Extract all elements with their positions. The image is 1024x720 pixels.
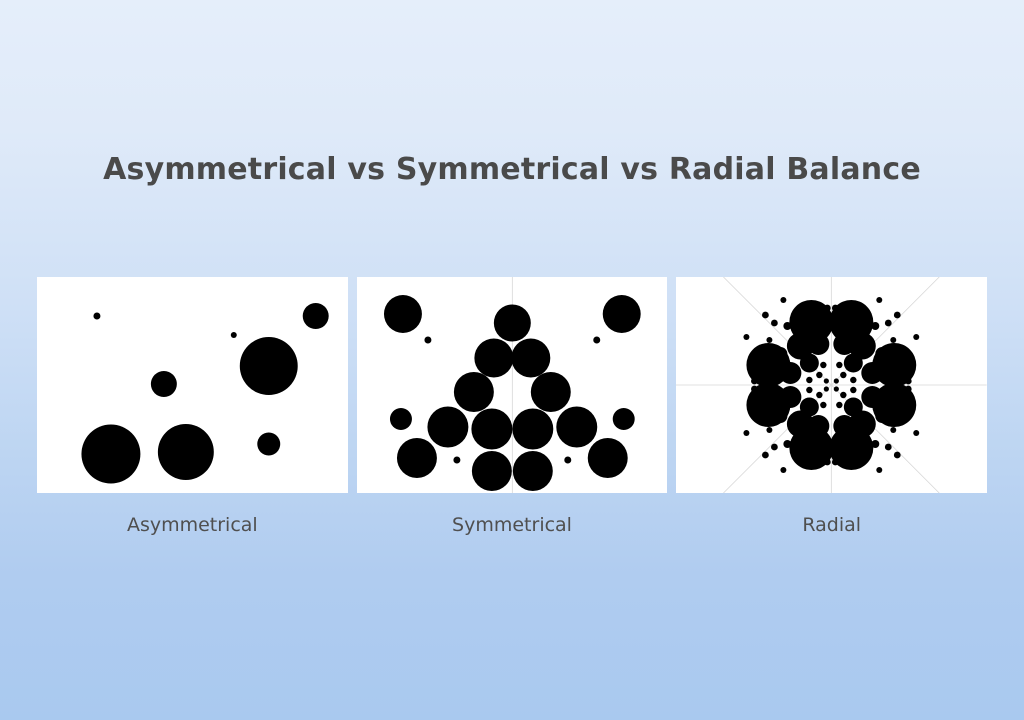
- balance-circle: [876, 467, 883, 473]
- balance-circle: [612, 408, 635, 430]
- balance-circle: [885, 319, 893, 327]
- balance-circle: [530, 372, 571, 412]
- balance-circle: [230, 332, 237, 338]
- balance-circle: [257, 432, 281, 456]
- balance-circle: [396, 438, 437, 478]
- balance-circle: [834, 386, 840, 392]
- balance-circle: [555, 406, 597, 448]
- balance-circle: [783, 322, 792, 330]
- balance-circle: [840, 371, 847, 379]
- caption-asymmetrical: Asymmetrical: [126, 514, 258, 536]
- balance-circle: [771, 319, 779, 327]
- balance-circle: [824, 386, 830, 392]
- balance-circle: [453, 456, 461, 464]
- balance-circle: [427, 406, 469, 448]
- balance-circle: [762, 451, 770, 459]
- balance-circle: [836, 361, 843, 369]
- symmetrical-diagram: [383, 277, 641, 493]
- balance-circle: [820, 401, 827, 409]
- balance-circle: [512, 451, 553, 491]
- balance-circle: [383, 295, 422, 333]
- balance-circle: [762, 311, 770, 319]
- balance-circle: [302, 303, 329, 329]
- balance-circle: [872, 383, 917, 427]
- balance-circle: [93, 312, 101, 320]
- balance-circle: [871, 322, 880, 330]
- balance-circle: [913, 334, 920, 340]
- guide-line: [723, 277, 940, 493]
- balance-circle: [829, 426, 874, 470]
- balance-circle: [783, 440, 792, 448]
- balance-circle: [743, 430, 750, 436]
- balance-circle: [816, 391, 823, 399]
- balance-circle: [766, 427, 773, 433]
- panel-asymmetrical: [37, 277, 348, 493]
- balance-circle: [239, 337, 298, 395]
- balance-circle: [836, 401, 843, 409]
- balance-circle: [746, 383, 791, 427]
- balance-circle: [746, 343, 791, 387]
- balance-circle: [512, 408, 553, 450]
- balance-circle: [780, 467, 787, 473]
- asymmetrical-diagram: [81, 303, 329, 484]
- panel-symmetrical: [356, 277, 668, 493]
- balance-circle: [780, 297, 787, 303]
- balance-circle: [493, 304, 531, 342]
- balance-circle: [602, 295, 641, 333]
- balance-circle: [789, 300, 834, 344]
- radial-diagram: [676, 277, 988, 493]
- balance-circle: [890, 337, 897, 343]
- caption-row: Asymmetrical Symmetrical Radial: [37, 508, 987, 542]
- caption-symmetrical: Symmetrical: [452, 514, 572, 536]
- balance-circle: [806, 376, 813, 384]
- balance-circle: [789, 426, 834, 470]
- balance-circle: [157, 424, 214, 480]
- balance-circle: [453, 372, 494, 412]
- balance-circle: [850, 386, 857, 394]
- balance-circle: [829, 300, 874, 344]
- balance-circle: [771, 443, 779, 451]
- balance-circle: [913, 430, 920, 436]
- balance-circle: [871, 440, 880, 448]
- balance-circle: [766, 337, 773, 343]
- balance-circle: [806, 386, 813, 394]
- balance-circle: [876, 297, 883, 303]
- balance-circle: [894, 311, 902, 319]
- balance-circle: [474, 338, 514, 378]
- balance-circle: [424, 336, 432, 344]
- balance-circle: [592, 336, 600, 344]
- caption-radial: Radial: [802, 514, 862, 536]
- balance-circle: [81, 424, 141, 484]
- balance-circle: [389, 408, 412, 430]
- panel-radial: [676, 277, 988, 493]
- balance-circle: [471, 451, 512, 491]
- balance-circle: [824, 378, 830, 384]
- page-title: Asymmetrical vs Symmetrical vs Radial Ba…: [103, 152, 921, 187]
- balance-circle: [816, 371, 823, 379]
- balance-circle: [850, 376, 857, 384]
- balance-circle: [885, 443, 893, 451]
- balance-circle: [872, 343, 917, 387]
- balance-circle: [587, 438, 628, 478]
- balance-circle: [894, 451, 902, 459]
- panel-row: [37, 277, 988, 493]
- balance-circle: [840, 391, 847, 399]
- balance-circle: [834, 378, 840, 384]
- balance-circle: [563, 456, 571, 464]
- balance-circle: [743, 334, 750, 340]
- balance-circle: [890, 427, 897, 433]
- balance-circle: [150, 371, 177, 397]
- balance-circle: [511, 338, 550, 378]
- balance-circle: [820, 361, 827, 369]
- balance-circle: [471, 408, 513, 450]
